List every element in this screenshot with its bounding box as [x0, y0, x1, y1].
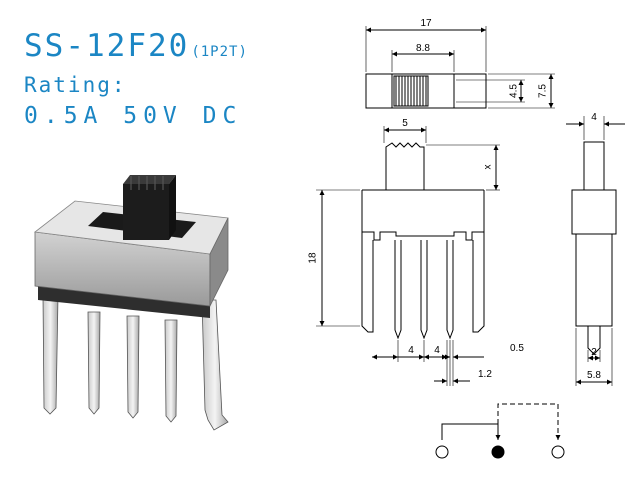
dim-side-knob-width: 4	[591, 112, 597, 123]
model-title: SS-12F20(1P2T)	[24, 28, 248, 64]
dim-knob-travel: x	[483, 165, 494, 170]
dim-pin-pitch-right: 4	[434, 345, 440, 356]
dim-overall-length: 17	[420, 18, 432, 29]
dim-total-height: 18	[308, 252, 319, 264]
schematic-terminal-2	[551, 445, 565, 459]
dim-side-pin-width: 2	[591, 347, 597, 358]
schematic-terminal-1	[435, 445, 449, 459]
photo-knob	[123, 175, 176, 240]
rating-label: Rating:	[24, 73, 127, 97]
dim-actuator-height: 4.5	[509, 84, 520, 98]
schematic-terminal-common	[491, 445, 505, 459]
model-suffix: (1P2T)	[191, 44, 248, 60]
dim-side-leg-width: 5.8	[587, 370, 601, 381]
dim-slot-width: 8.8	[416, 43, 430, 54]
dim-pin-thickness: 0.5	[510, 343, 524, 354]
dimension-labels: 17 8.8 4.5 7.5 5 x 18 4 4 0.5 1.2 4 2 5.…	[308, 18, 602, 381]
dim-knob-width: 5	[402, 118, 408, 129]
front-view	[316, 126, 500, 386]
dim-pin-pitch-left: 4	[408, 345, 414, 356]
top-view	[365, 26, 555, 109]
dim-pin-width: 1.2	[478, 369, 492, 380]
rating-value: 0.5A 50V DC	[24, 103, 243, 129]
dim-body-height: 7.5	[538, 84, 549, 98]
model-name: SS-12F20	[24, 28, 190, 64]
side-view	[566, 116, 625, 386]
front-view-pins	[394, 240, 454, 340]
top-view-actuator	[393, 75, 429, 107]
schematic	[435, 403, 565, 459]
product-photo	[33, 175, 229, 431]
